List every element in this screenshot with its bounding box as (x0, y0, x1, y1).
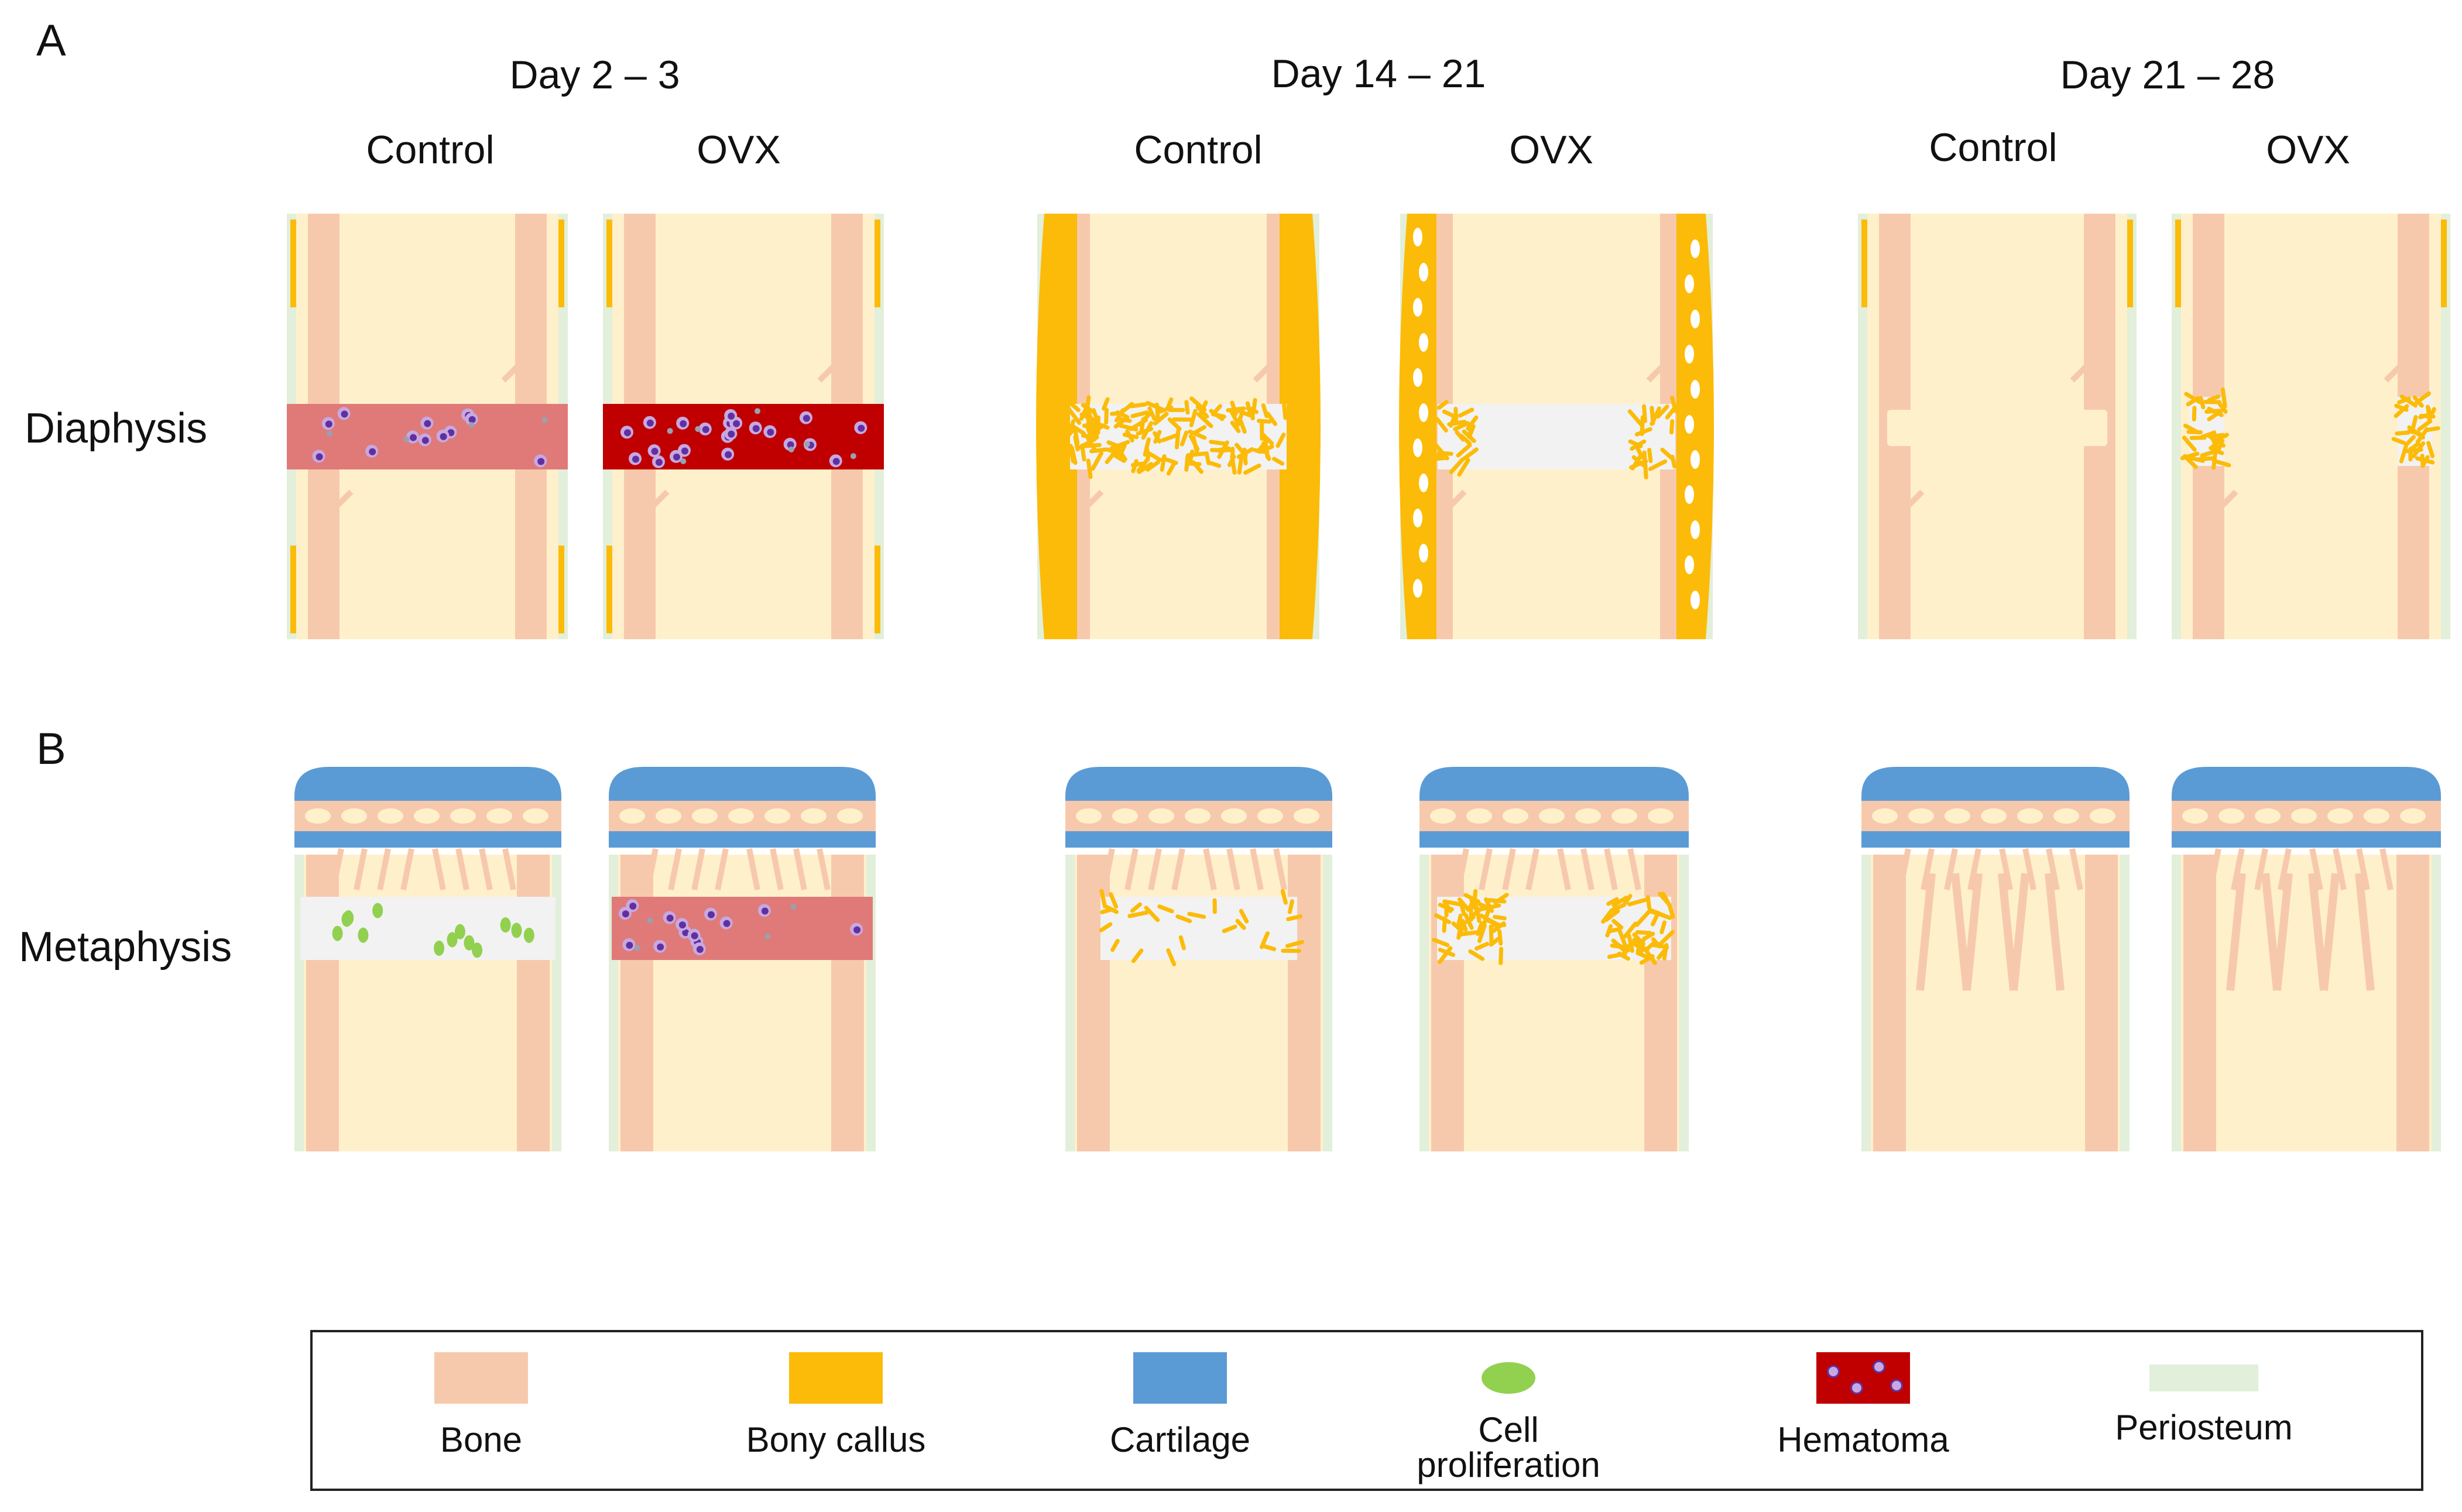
legend-swatch-bony-callus (789, 1352, 883, 1404)
panel-a-letter: A (36, 16, 66, 66)
diaphysis-day2-3-ovx (603, 214, 884, 639)
group-label-control-2: Control (1134, 128, 1263, 172)
group-label-control-3: Control (1929, 125, 2058, 170)
group-label-ovx-3: OVX (2266, 128, 2350, 172)
diaphysis-day14-21-ovx (1399, 214, 1714, 639)
metaphysis-day21-28-ovx (2172, 767, 2441, 1151)
timepoint-label-day-14-21: Day 14 – 21 (1271, 52, 1486, 96)
legend-swatch-bone (434, 1352, 528, 1404)
row-label-metaphysis: Metaphysis (19, 924, 232, 971)
legend-label-bone: Bone (440, 1420, 523, 1459)
metaphysis-day21-28-control (1861, 767, 2130, 1151)
legend-item-hematoma: Hematoma (1740, 1352, 1986, 1458)
diaphysis-day21-28-ovx (2172, 214, 2450, 639)
metaphysis-day14-21-ovx (1419, 767, 1689, 1151)
legend-label-bony-callus: Bony callus (746, 1420, 926, 1459)
legend-label-hematoma: Hematoma (1777, 1420, 1949, 1459)
legend-swatch-cell-proliferation (1482, 1362, 1535, 1394)
legend-swatch-hematoma (1816, 1352, 1910, 1404)
legend-label-cartilage: Cartilage (1109, 1420, 1251, 1459)
legend-swatch-periosteum (2149, 1364, 2258, 1391)
timepoint-label-day-2-3: Day 2 – 3 (509, 53, 680, 97)
diaphysis-day2-3-control (287, 214, 568, 639)
metaphysis-day2-3-control (294, 767, 561, 1151)
legend (310, 1330, 2423, 1491)
legend-swatch-cartilage (1133, 1352, 1227, 1404)
legend-label-periosteum: Periosteum (2115, 1408, 2293, 1447)
legend-label-cell-proliferation: Cell proliferation (1417, 1410, 1600, 1484)
panel-b-letter: B (36, 724, 66, 774)
legend-item-bony-callus: Bony callus (713, 1352, 959, 1458)
legend-item-cell-proliferation: Cell proliferation (1386, 1352, 1631, 1483)
timepoint-label-day-21-28: Day 21 – 28 (2060, 53, 2275, 97)
legend-item-cartilage: Cartilage (1057, 1352, 1303, 1458)
row-label-diaphysis: Diaphysis (25, 405, 208, 452)
group-label-control-1: Control (366, 128, 495, 172)
diaphysis-day21-28-control (1858, 214, 2137, 639)
group-label-ovx-1: OVX (697, 128, 781, 172)
metaphysis-day2-3-ovx (609, 767, 876, 1151)
legend-item-bone: Bone (358, 1352, 604, 1458)
metaphysis-day14-21-control (1065, 767, 1332, 1151)
diaphysis-day14-21-control (1036, 214, 1321, 639)
legend-item-periosteum: Periosteum (2081, 1352, 2327, 1445)
group-label-ovx-2: OVX (1509, 128, 1593, 172)
